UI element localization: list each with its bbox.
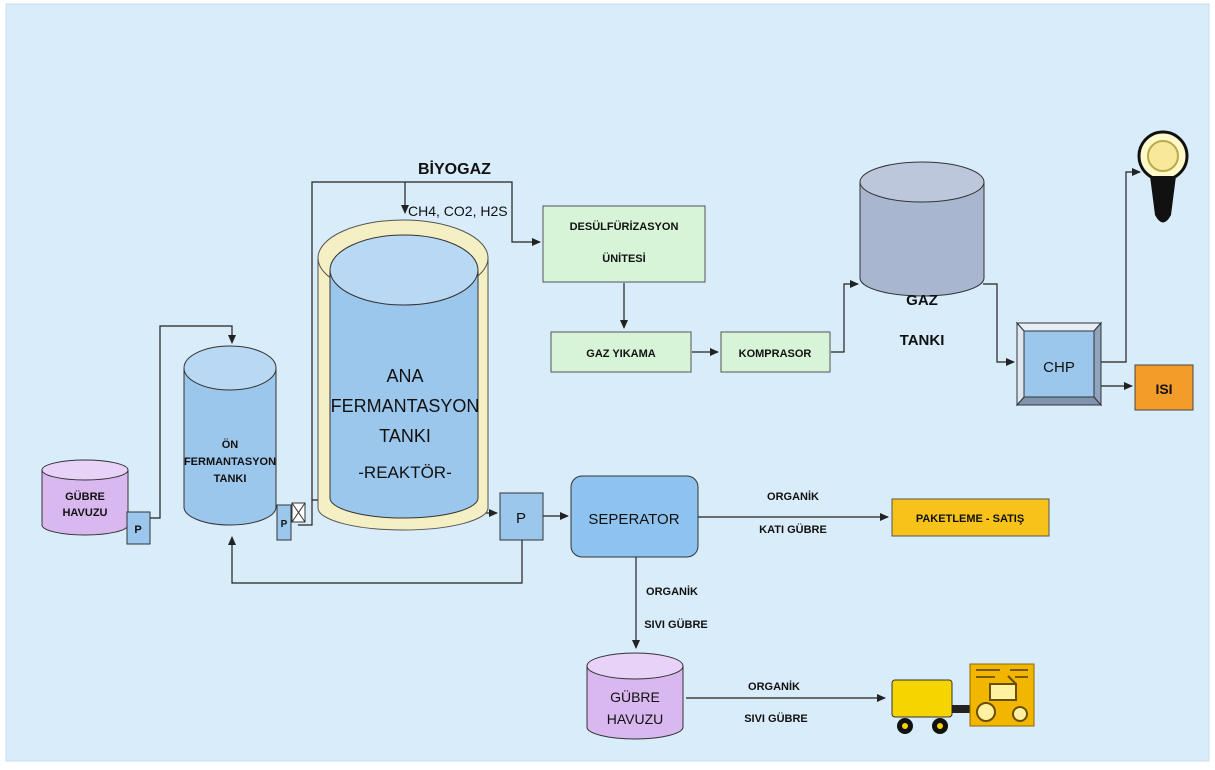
ana-ferm-label-3: TANKI <box>379 426 431 446</box>
pump-left-label: P <box>134 524 141 536</box>
isi-box: ISI <box>1134 364 1194 411</box>
flow-lines <box>150 168 1141 702</box>
biyogaz-label: BİYOGAZ <box>418 160 491 178</box>
organik-sivi-label-1: ORGANİK <box>646 585 698 598</box>
gubre-havuzu-left-label-1: GÜBRE <box>65 490 105 503</box>
gubre-havuzu-bottom-label-2: HAVUZU <box>607 711 664 727</box>
flow-line-recirculation <box>228 536 523 584</box>
valve-icon <box>291 502 306 523</box>
gubre-havuzu-bottom-label-1: GÜBRE <box>610 688 660 705</box>
ana-ferm-label-2: FERMANTASYON <box>331 396 480 416</box>
pump-main: P <box>499 492 544 541</box>
pump-left: P <box>126 511 151 545</box>
paketleme-satis: PAKETLEME - SATIŞ <box>891 498 1050 537</box>
desulf-label-2: ÜNİTESİ <box>602 252 645 265</box>
isi-label: ISI <box>1155 381 1172 397</box>
chp-label: CHP <box>1043 359 1075 376</box>
on-ferm-label-1: ÖN <box>222 438 239 451</box>
pump-on-label: P <box>281 519 288 530</box>
organik-sivi-b-label-1: ORGANİK <box>748 680 800 693</box>
seperator: SEPERATOR <box>570 475 699 558</box>
on-ferm-label-3: TANKI <box>214 473 247 485</box>
light-bulb-icon <box>1137 130 1189 223</box>
flow-line-biogas <box>311 181 541 500</box>
paketleme-label: PAKETLEME - SATIŞ <box>916 513 1024 525</box>
gaz-tanki-label-2: TANKI <box>900 332 945 349</box>
kompresor: KOMPRASOR <box>720 331 831 373</box>
flow-line-tank-to-chp <box>983 283 1015 366</box>
on-ferm-label-2: FERMANTASYON <box>184 456 276 468</box>
pump-main-label: P <box>516 510 526 527</box>
flow-line-chp-to-bulb <box>1101 168 1141 363</box>
tractor-icon <box>891 663 1035 734</box>
flow-line-havuz-to-on <box>150 325 236 519</box>
gaz-tanki: GAZ TANKI <box>859 161 985 349</box>
organik-sivi-b-label-2: SIVI GÜBRE <box>744 712 808 725</box>
gubre-havuzu-bottom: GÜBRE HAVUZU <box>586 652 684 740</box>
organik-sivi-label-2: SIVI GÜBRE <box>644 618 708 631</box>
organik-kati-label-2: KATI GÜBRE <box>759 523 827 536</box>
flow-line-comp-to-tank <box>831 280 859 353</box>
flow-line-on-to-reactor <box>298 499 320 526</box>
gaz-yikama-label: GAZ YIKAMA <box>586 348 656 360</box>
desulf-label-1: DESÜLFÜRİZASYON <box>570 220 679 233</box>
ana-ferm-label-4: -REAKTÖR- <box>358 463 452 482</box>
pump-on: P <box>276 504 292 541</box>
kompresor-label: KOMPRASOR <box>739 348 812 360</box>
organik-kati-label-1: ORGANİK <box>767 490 819 503</box>
on-fermantasyon-tanki: ÖN FERMANTASYON TANKI <box>183 345 277 526</box>
chp-unit: CHP <box>1015 321 1103 407</box>
gas-components-label: CH4, CO2, H2S <box>408 203 508 219</box>
gubre-havuzu-left-label-2: HAVUZU <box>62 507 107 519</box>
gubre-havuzu-left: GÜBRE HAVUZU <box>41 459 129 536</box>
seperator-label: SEPERATOR <box>588 511 679 528</box>
ana-fermantasyon-tanki: ANA FERMANTASYON TANKI -REAKTÖR- <box>317 219 489 531</box>
ana-ferm-label-1: ANA <box>386 366 423 386</box>
desulfurizasyon-unitesi: DESÜLFÜRİZASYON ÜNİTESİ <box>542 205 706 283</box>
gaz-yikama: GAZ YIKAMA <box>550 331 692 373</box>
gaz-tanki-label-1: GAZ <box>906 292 938 309</box>
